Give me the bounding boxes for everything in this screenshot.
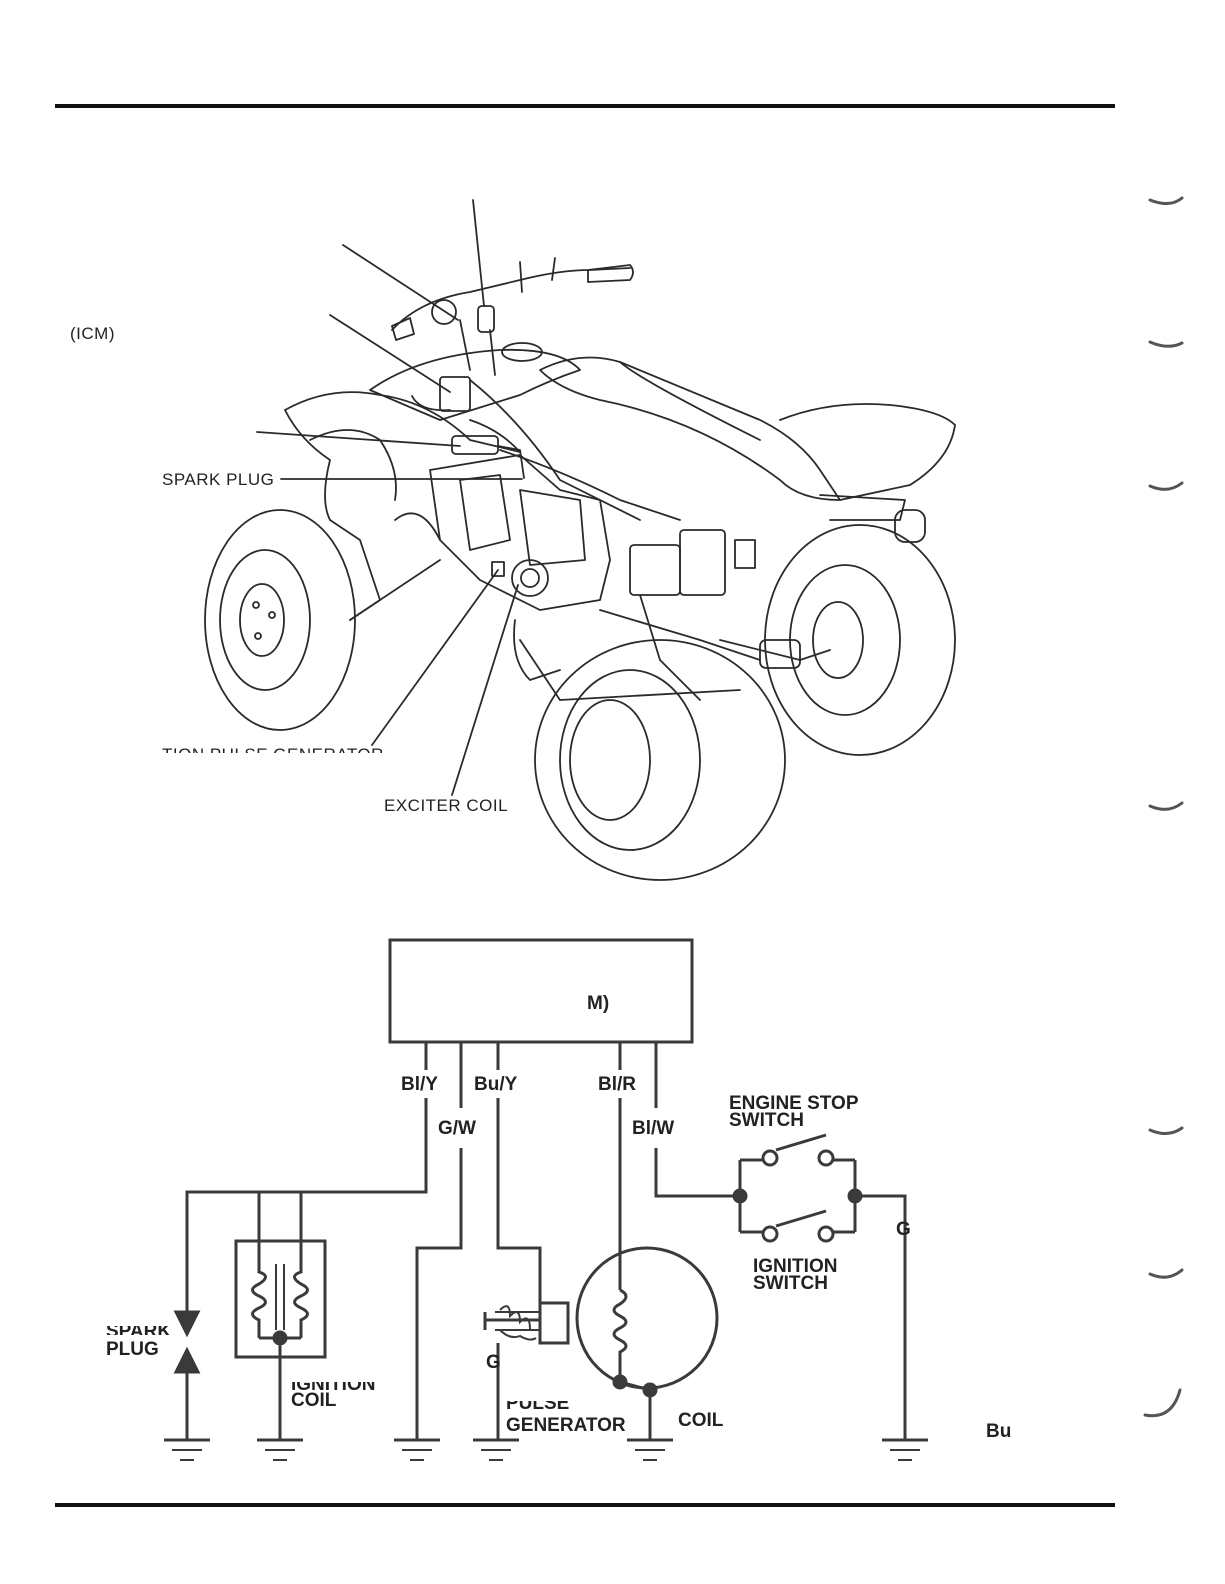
wire-label-bl-r: Bl/R <box>598 1074 636 1095</box>
wire-label-bu-y: Bu/Y <box>474 1074 518 1095</box>
top-rule <box>55 104 1115 108</box>
legend-bu: Bu <box>986 1421 1012 1442</box>
leader-exciter-coil <box>451 584 519 796</box>
ignition-coil-part <box>451 435 499 455</box>
exciter-coil-circle <box>575 1246 719 1390</box>
leader-pulse-generator <box>371 569 499 746</box>
rear-fender <box>779 403 956 501</box>
wire-bu-y <box>496 1042 542 1303</box>
ignition-switch-blade <box>775 1209 827 1228</box>
front-left-wheel <box>204 509 356 731</box>
bottom-rule <box>55 1503 1115 1507</box>
ground-symbol-exciter <box>627 1438 673 1461</box>
binding-mark <box>1148 340 1184 348</box>
seat <box>539 356 841 501</box>
icm-label: (ICM) <box>70 324 115 343</box>
wire-label-g-w: G/W <box>438 1118 476 1139</box>
ignition-switch-label-1: IGNITION <box>753 1256 838 1277</box>
fuel-tank <box>369 348 581 421</box>
wire-g-w <box>415 1042 463 1440</box>
leader-icm <box>329 314 451 393</box>
ground-symbol-coil <box>257 1438 303 1461</box>
icm-module-label: M) <box>587 993 610 1014</box>
wire-label-bl-w: Bl/W <box>632 1118 675 1139</box>
pulse-generator-label-1: PULSE <box>506 1401 576 1411</box>
spark-plug-label: SPARK PLUG <box>162 470 275 489</box>
wire-bl-y <box>185 1042 428 1312</box>
ground-label-switch: G <box>896 1219 911 1240</box>
wire-bl-w <box>654 1042 740 1198</box>
rear-near-wheel <box>534 639 786 881</box>
binding-mark <box>1148 481 1184 491</box>
engine-stop-switch-label-2: SWITCH <box>729 1110 804 1131</box>
spark-plug-label-1: SPARK <box>106 1326 180 1335</box>
ground-label-pulse: G <box>486 1352 501 1373</box>
binding-mark <box>1148 196 1184 205</box>
binding-mark <box>1148 1268 1184 1279</box>
pulse-generator-body <box>538 1301 570 1345</box>
engine-stop-switch-label-1: ENGINE STOP <box>729 1093 859 1114</box>
binding-mark <box>1148 1126 1184 1135</box>
ground-symbol-gw <box>394 1438 440 1461</box>
ground-symbol-spark <box>164 1438 210 1461</box>
icm-module-box <box>388 938 694 1044</box>
exciter-coil-label: EXCITER COIL <box>384 796 509 815</box>
front-fender <box>284 391 521 453</box>
pulse-generator-part <box>491 561 505 577</box>
pulse-generator-label: TION PULSE GENERATOR <box>162 744 387 753</box>
handlebar <box>391 267 631 331</box>
exciter-coil-part <box>511 559 549 597</box>
binding-mark <box>1148 801 1184 811</box>
spark-plug-label-2: PLUG <box>106 1339 159 1360</box>
engine <box>429 454 611 611</box>
exciter-coil-schematic-label: COIL <box>678 1410 724 1431</box>
ignition-coil-label-1: IGNITION <box>291 1382 381 1390</box>
leader-ignition-coil <box>256 431 461 447</box>
ground-symbol-switch <box>882 1438 928 1461</box>
icm-box <box>439 376 471 412</box>
wire-label-bl-y: Bl/Y <box>401 1074 438 1095</box>
ignition-coil-label-2: COIL <box>291 1390 337 1411</box>
leader-ignition-switch <box>342 244 459 321</box>
binding-mark <box>1143 1388 1182 1418</box>
ignition-switch-label-2: SWITCH <box>753 1273 828 1294</box>
engine-stop-switch-blade <box>775 1133 827 1152</box>
pulse-generator-label-2: GENERATOR <box>506 1415 626 1436</box>
ground-symbol-pulse <box>473 1438 519 1461</box>
